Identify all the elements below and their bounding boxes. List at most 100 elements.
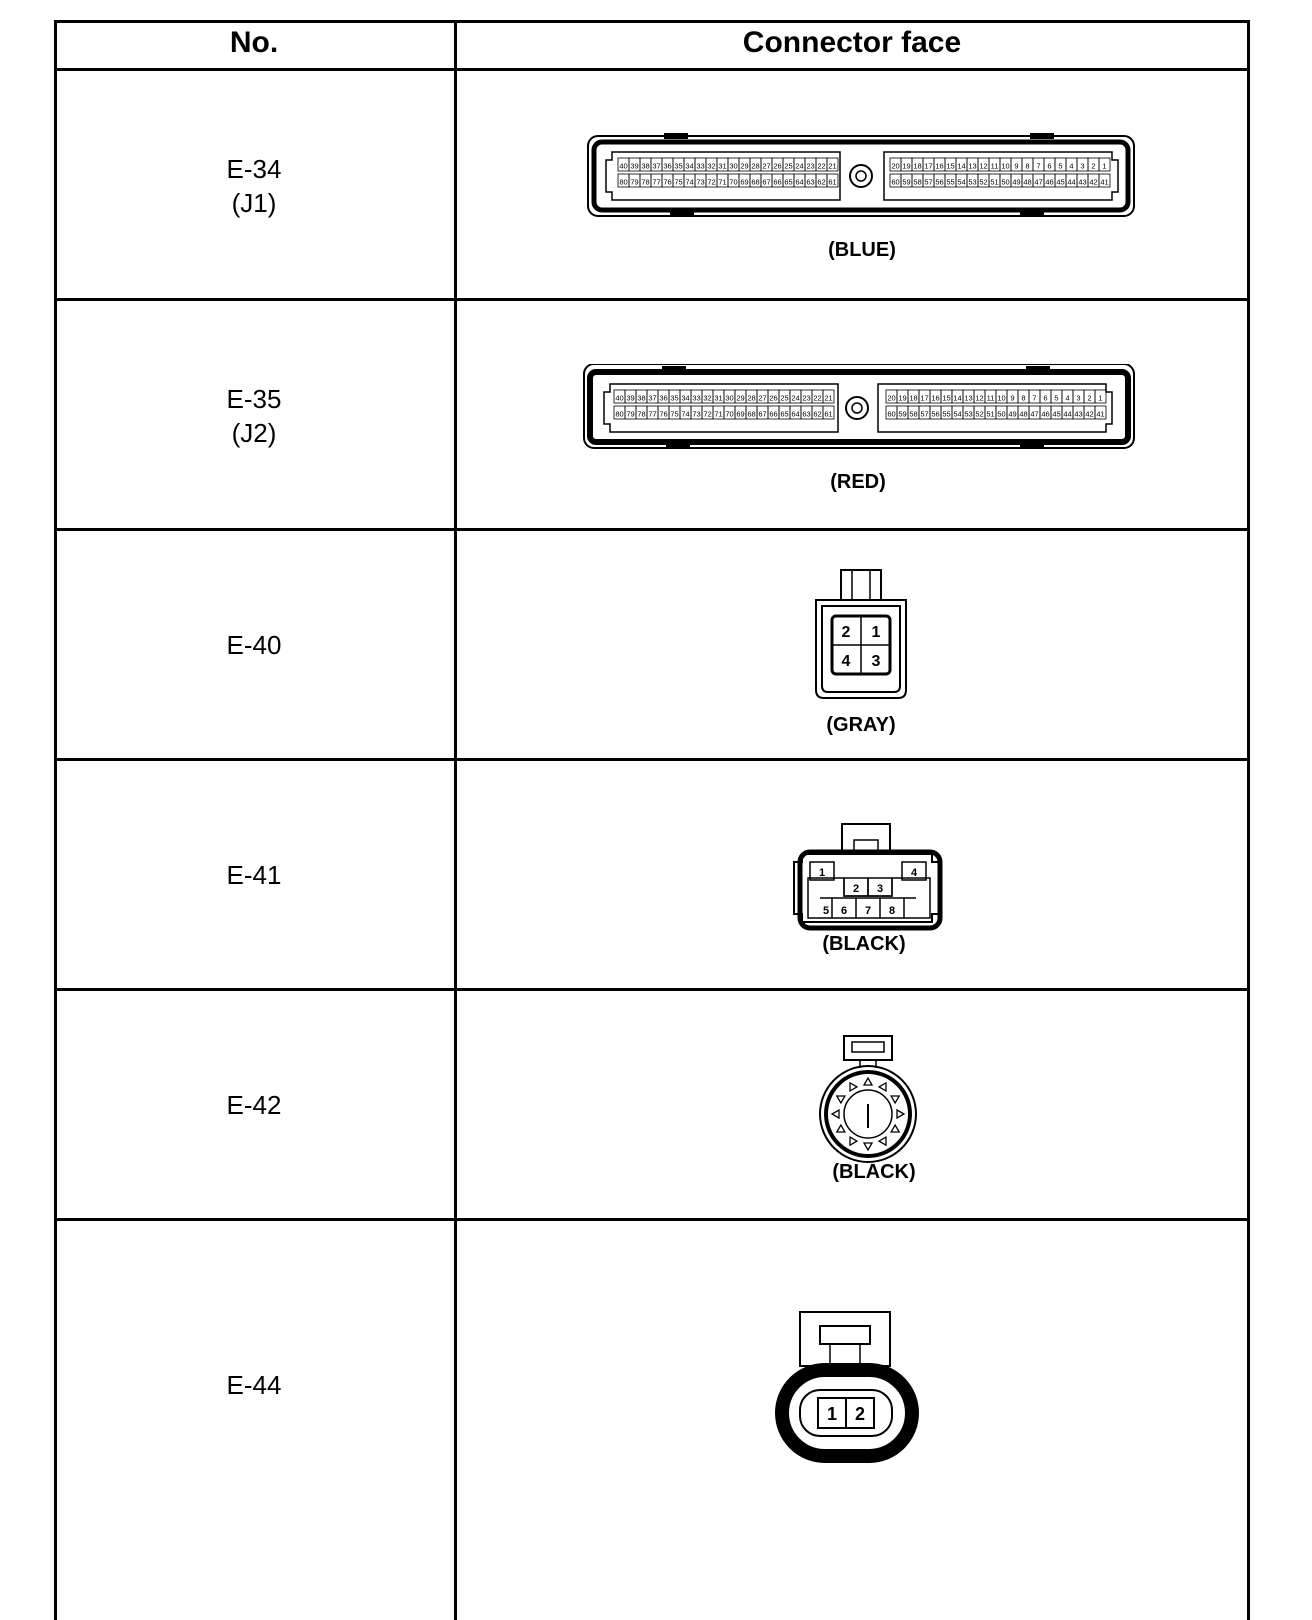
pin-label: 5 [823, 905, 829, 917]
pin-label: 20 [887, 394, 895, 403]
pin-label: 32 [707, 162, 715, 171]
table-border-top [54, 20, 1250, 23]
pin-label: 61 [828, 178, 836, 187]
row-number-cell: E-35 (J2) [54, 382, 454, 450]
round-pin-cavity [835, 1095, 847, 1105]
pin-label: 71 [714, 410, 722, 419]
pin-label: 19 [902, 162, 910, 171]
pin-label: 63 [802, 410, 810, 419]
pin-label: 53 [968, 178, 976, 187]
pin-label: 22 [817, 162, 825, 171]
header-divider [54, 68, 1250, 71]
pin-label: 37 [648, 394, 656, 403]
row-divider [54, 758, 1250, 761]
pin-label: 5 [1058, 162, 1062, 171]
pin-label: 17 [924, 162, 932, 171]
pin-label: 30 [725, 394, 733, 403]
pin-label: 55 [946, 178, 954, 187]
pin-label: 2 [855, 1404, 865, 1424]
connector-color-label: (BLUE) [828, 239, 896, 261]
pin-label: 67 [758, 410, 766, 419]
pin-label: 15 [942, 394, 950, 403]
pin-label: 79 [626, 410, 634, 419]
pin-label: 65 [784, 178, 792, 187]
connector-color-label: (BLACK) [822, 933, 905, 955]
pin-label: 48 [1019, 410, 1027, 419]
pin-label: 14 [957, 162, 965, 171]
round-pin-cavity [835, 1123, 847, 1133]
pin-label: 59 [902, 178, 910, 187]
pin-label: 20 [891, 162, 899, 171]
pin-label: 27 [762, 162, 770, 171]
pin-label: 73 [696, 178, 704, 187]
pin-label: 64 [791, 410, 799, 419]
pin-label: 70 [729, 178, 737, 187]
connector-sub-id: (J1) [231, 188, 277, 218]
pin-label: 7 [1036, 162, 1040, 171]
pin-cell [822, 405, 835, 420]
pin-label: 4 [842, 653, 851, 670]
connector-face-e40: 2 1 4 3 (GRAY) [784, 568, 934, 743]
pin-label: 49 [1012, 178, 1020, 187]
pin-label: 1 [1098, 394, 1102, 403]
pin-cell [1098, 173, 1111, 188]
pin-label: 16 [935, 162, 943, 171]
round-pin-cavity [889, 1123, 901, 1133]
pin-label: 27 [758, 394, 766, 403]
pin-label: 8 [1021, 394, 1025, 403]
pin-label: 1 [827, 1404, 837, 1424]
pin-label: 35 [670, 394, 678, 403]
pin-label: 37 [652, 162, 660, 171]
round-pin-cavity [849, 1135, 859, 1147]
four-pin-connector-diagram: 2 1 4 3 (GRAY) [815, 569, 907, 736]
connector-color-label: (GRAY) [826, 714, 895, 736]
pin-label: 2 [1087, 394, 1091, 403]
pin-label: 56 [935, 178, 943, 187]
pin-label: 18 [909, 394, 917, 403]
pin-label: 57 [924, 178, 932, 187]
pin-label: 3 [877, 883, 883, 895]
pin-label: 41 [1096, 410, 1104, 419]
pin-label: 45 [1052, 410, 1060, 419]
connector-number: E-40 [226, 630, 282, 660]
pin-label: 38 [637, 394, 645, 403]
pin-label: 8 [1025, 162, 1029, 171]
pin-label: 3 [1080, 162, 1084, 171]
pin-label: 19 [898, 394, 906, 403]
pin-label: 21 [828, 162, 836, 171]
pin-label: 76 [663, 178, 671, 187]
pin-label: 67 [762, 178, 770, 187]
pin-label: 46 [1045, 178, 1053, 187]
header-no: No. [229, 26, 279, 59]
pin-label: 6 [1047, 162, 1051, 171]
pin-label: 29 [740, 162, 748, 171]
pin-label: 43 [1074, 410, 1082, 419]
pin-label: 77 [652, 178, 660, 187]
pin-label: 8 [889, 905, 895, 917]
pin-label: 50 [1001, 178, 1009, 187]
pin-label: 25 [780, 394, 788, 403]
pin-label: 72 [707, 178, 715, 187]
pin-label: 66 [769, 410, 777, 419]
connector-number: E-42 [226, 1090, 282, 1120]
pin-label: 69 [736, 410, 744, 419]
header-connector-face: Connector face [742, 26, 962, 59]
round-pin-cavity [889, 1095, 901, 1105]
pin-label: 29 [736, 394, 744, 403]
pin-label: 31 [714, 394, 722, 403]
pin-label: 43 [1078, 178, 1086, 187]
pin-label: 18 [913, 162, 921, 171]
pin-label: 57 [920, 410, 928, 419]
pin-label: 72 [703, 410, 711, 419]
pin-label: 35 [674, 162, 682, 171]
pin-label: 42 [1089, 178, 1097, 187]
pin-label: 14 [953, 394, 961, 403]
